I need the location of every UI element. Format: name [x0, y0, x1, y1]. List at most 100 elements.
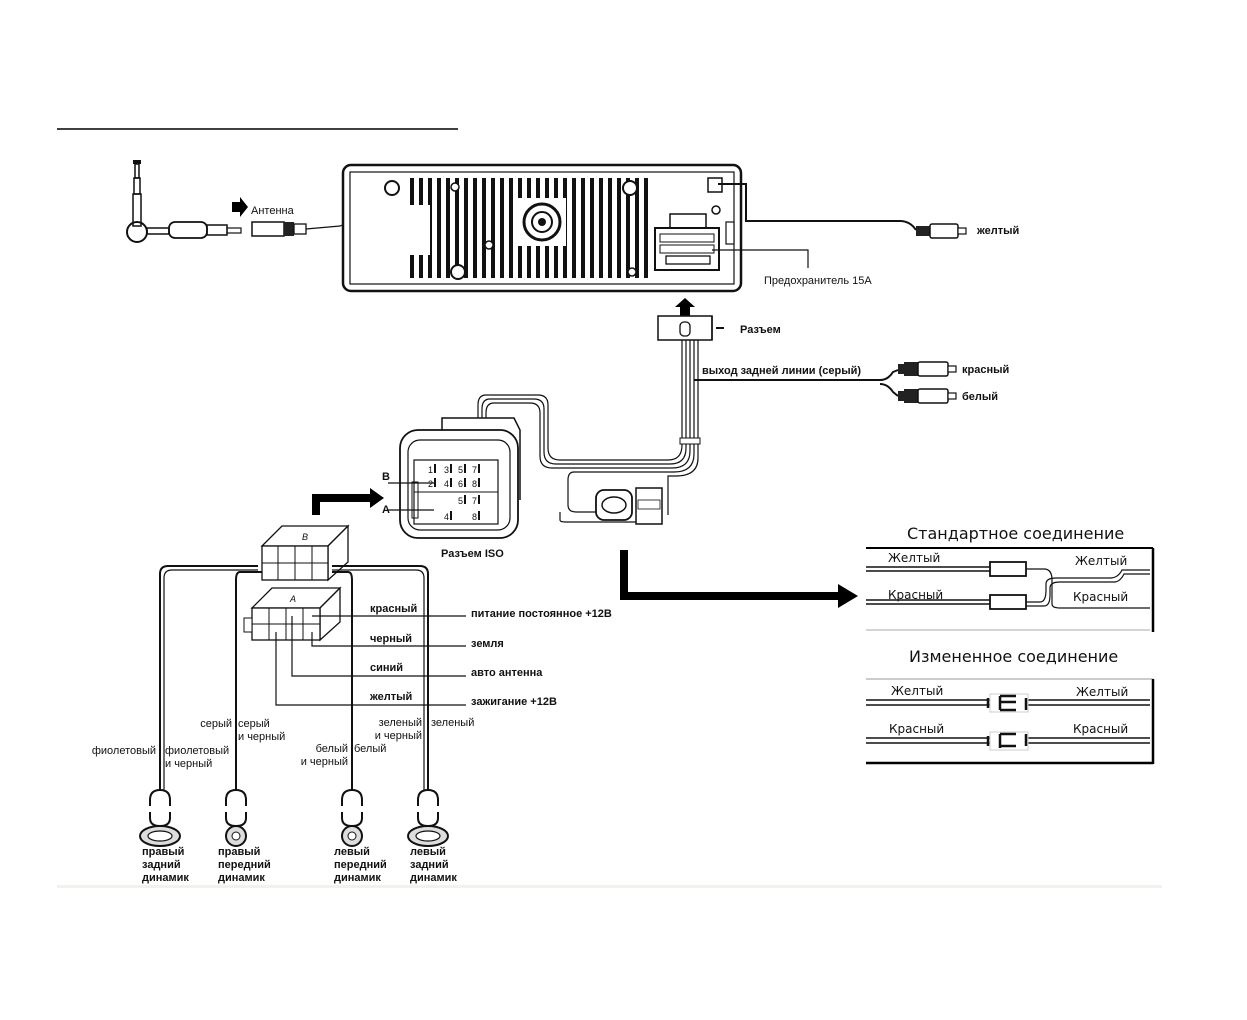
speaker-name: динамик — [410, 872, 457, 884]
speaker-name: динамик — [334, 872, 381, 884]
iso-pin-label: 3 — [444, 465, 449, 475]
iso-pin-label: 8 — [472, 479, 477, 489]
speaker-name: задний — [142, 859, 181, 871]
heatsink-fin — [626, 178, 630, 278]
connector-block — [657, 315, 724, 341]
iso-pin-label: 8 — [472, 512, 477, 522]
block-a-wire-color: черный — [370, 633, 412, 645]
head-unit — [341, 163, 743, 293]
speaker-pigtail — [341, 812, 363, 828]
iso-pin — [464, 478, 466, 487]
iso-pin — [450, 464, 452, 473]
heatsink-fin — [608, 178, 612, 278]
speaker-wire-color: и черный — [238, 731, 285, 743]
block-a-wire-color: красный — [370, 603, 417, 615]
rear-line-label: выход задней линии (серый) — [702, 365, 861, 377]
iso-pin-label: 6 — [458, 479, 463, 489]
modified-connection-box — [866, 678, 1155, 765]
iso-pin — [464, 495, 466, 504]
speaker-name: левый — [410, 846, 446, 858]
std-right-yellow: Желтый — [1075, 554, 1127, 568]
speaker-wire-color: белый — [354, 743, 386, 755]
speaker-pigtail — [341, 789, 363, 806]
iso-pin — [478, 511, 480, 520]
iso-pin-label: 2 — [428, 479, 433, 489]
block-a-wire-color: синий — [370, 662, 403, 674]
inline-fuse-holder — [595, 487, 663, 525]
main-harness — [477, 340, 701, 523]
speaker-name: передний — [218, 859, 271, 871]
speaker-pigtail — [417, 812, 439, 828]
fuse-label: Предохранитель 15А — [764, 275, 872, 287]
heatsink-fin — [491, 178, 495, 278]
rear-line-cable — [694, 369, 899, 381]
speaker-pigtail — [149, 789, 171, 806]
speaker-wire-color: и черный — [375, 730, 422, 742]
iso-connector-label: Разъем ISO — [441, 548, 504, 560]
speaker-name: правый — [142, 846, 184, 858]
block-a-wire-color: желтый — [369, 691, 412, 703]
modified-connection-title: Измененное соединение — [909, 647, 1118, 666]
connector-up-arrow-icon — [675, 298, 695, 316]
speaker-wire-color: фиолетовый — [165, 745, 229, 757]
iso-pin-label: 7 — [472, 465, 477, 475]
connector-label: Разъем — [740, 324, 781, 336]
iso-pin-label: 4 — [444, 512, 449, 522]
heatsink-fin — [482, 178, 486, 278]
red-rca-plug — [898, 361, 957, 377]
connection-arrow-icon — [620, 550, 858, 608]
antenna-arrow-icon — [232, 197, 248, 217]
heatsink-fin — [500, 178, 504, 278]
heatsink-fin — [635, 178, 639, 278]
speaker-name: динамик — [218, 872, 265, 884]
speaker-pigtail — [225, 812, 247, 828]
speaker-name: динамик — [142, 872, 189, 884]
iso-pin — [450, 478, 452, 487]
speaker-harness — [159, 565, 429, 790]
iso-block-b-label: B — [382, 471, 390, 483]
heatsink-fin — [572, 178, 576, 278]
antenna-mast — [126, 160, 242, 243]
iso-connector — [388, 417, 521, 539]
speaker-name: правый — [218, 846, 260, 858]
std-right-red: Красный — [1073, 590, 1128, 604]
speaker-name: передний — [334, 859, 387, 871]
mod-left-red: Красный — [889, 722, 944, 736]
video-cable — [718, 183, 917, 231]
speaker-wire-color: серый — [200, 718, 232, 730]
heatsink-fin — [617, 178, 621, 278]
speaker-wire-color: и черный — [165, 758, 212, 770]
speaker-wire-color: и черный — [301, 756, 348, 768]
yellow-rca-plug — [916, 223, 967, 239]
iso-pin-label: 5 — [458, 496, 463, 506]
mod-left-yellow: Желтый — [891, 684, 943, 698]
speaker-wire-color: зеленый — [379, 717, 422, 729]
svg-text:B: B — [302, 532, 308, 542]
heatsink-fin — [590, 178, 594, 278]
block-a-wire-function: авто антенна — [471, 667, 543, 679]
block-a-wire-function: зажигание +12В — [471, 696, 557, 708]
iso-pin — [478, 495, 480, 504]
footer-rule — [57, 885, 1162, 888]
iso-pin — [450, 511, 452, 520]
standard-connection-box — [866, 547, 1155, 632]
heatsink-fin — [473, 178, 477, 278]
heatsink-fin — [509, 178, 513, 278]
heatsink-fin — [599, 178, 603, 278]
iso-pin — [434, 478, 436, 487]
standard-connection-title: Стандартное соединение — [907, 524, 1124, 543]
std-left-yellow: Желтый — [888, 551, 940, 565]
speaker-name: задний — [410, 859, 449, 871]
block-a-wire-function: земля — [471, 638, 504, 650]
svg-text:A: A — [289, 594, 296, 604]
white-rca-plug — [898, 388, 957, 404]
heatsink-fin — [455, 178, 459, 278]
speaker-wire-color: серый — [238, 718, 270, 730]
iso-bent-arrow-icon — [312, 488, 384, 515]
iso-pin — [478, 464, 480, 473]
